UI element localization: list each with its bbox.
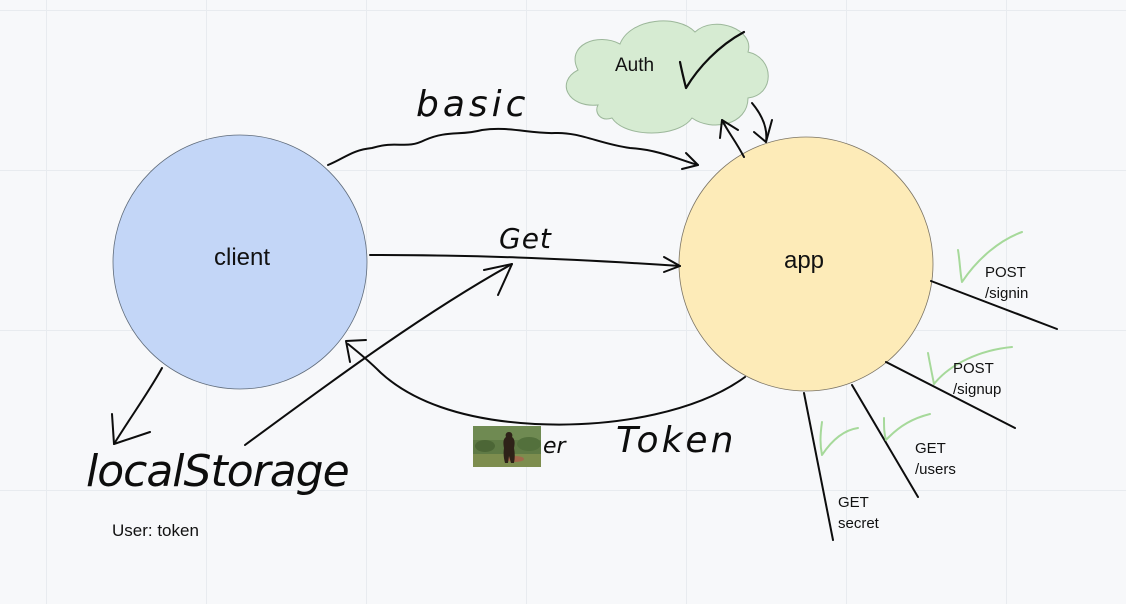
endpoint-signup: POST /signup <box>953 358 1001 400</box>
storage-to-get-arrowhead <box>483 263 513 296</box>
bear-image <box>473 426 541 467</box>
app-to-auth-arrow <box>721 119 745 158</box>
route-line-secret <box>803 392 834 541</box>
endpoint-users: GET /users <box>915 438 956 480</box>
client-to-storage-arrowhead <box>111 413 151 445</box>
auth-label: Auth <box>615 55 655 76</box>
endpoint-secret: GET secret <box>838 492 879 534</box>
endpoint-path: /users <box>915 461 956 478</box>
route-line-signup <box>885 361 1016 429</box>
basic-arrowhead <box>681 152 699 170</box>
endpoint-method: GET <box>838 494 869 511</box>
endpoint-path: /signin <box>985 285 1029 302</box>
basic-label: basic <box>416 84 530 125</box>
app-label: app <box>783 247 825 274</box>
client-label: client <box>213 244 271 271</box>
check-secret-icon <box>819 421 859 456</box>
storage-to-get-arrow <box>244 263 513 446</box>
client-to-storage-arrow <box>113 367 163 445</box>
token-arrowhead <box>345 339 367 363</box>
auth-check-icon <box>678 30 746 90</box>
route-line-signin <box>930 280 1058 330</box>
get-arrow <box>369 254 681 267</box>
endpoint-signin: POST /signin <box>985 262 1028 304</box>
storage-value-text: User: token <box>112 521 199 540</box>
get-label: Get <box>499 222 552 255</box>
localstorage-label: localStorage <box>86 446 350 497</box>
check-signin-icon <box>957 231 1023 283</box>
endpoint-path: /signup <box>953 381 1002 398</box>
bearer-suffix-label: er <box>543 434 566 459</box>
check-signup-icon <box>927 346 1013 385</box>
route-line-users <box>851 384 919 498</box>
app-node <box>678 136 934 392</box>
client-node <box>112 134 368 390</box>
auth-cloud <box>565 20 769 134</box>
auth-to-app-arrowhead <box>753 119 773 143</box>
check-users-icon <box>883 413 931 441</box>
token-label: Token <box>616 420 737 461</box>
app-to-auth-arrowhead <box>719 119 739 139</box>
endpoint-method: POST <box>953 360 994 377</box>
endpoint-method: GET <box>915 440 946 457</box>
token-arrow <box>347 343 746 426</box>
endpoint-method: POST <box>985 264 1026 281</box>
get-arrowhead <box>663 256 681 273</box>
endpoint-path: secret <box>838 515 879 532</box>
basic-arrow <box>327 127 699 166</box>
